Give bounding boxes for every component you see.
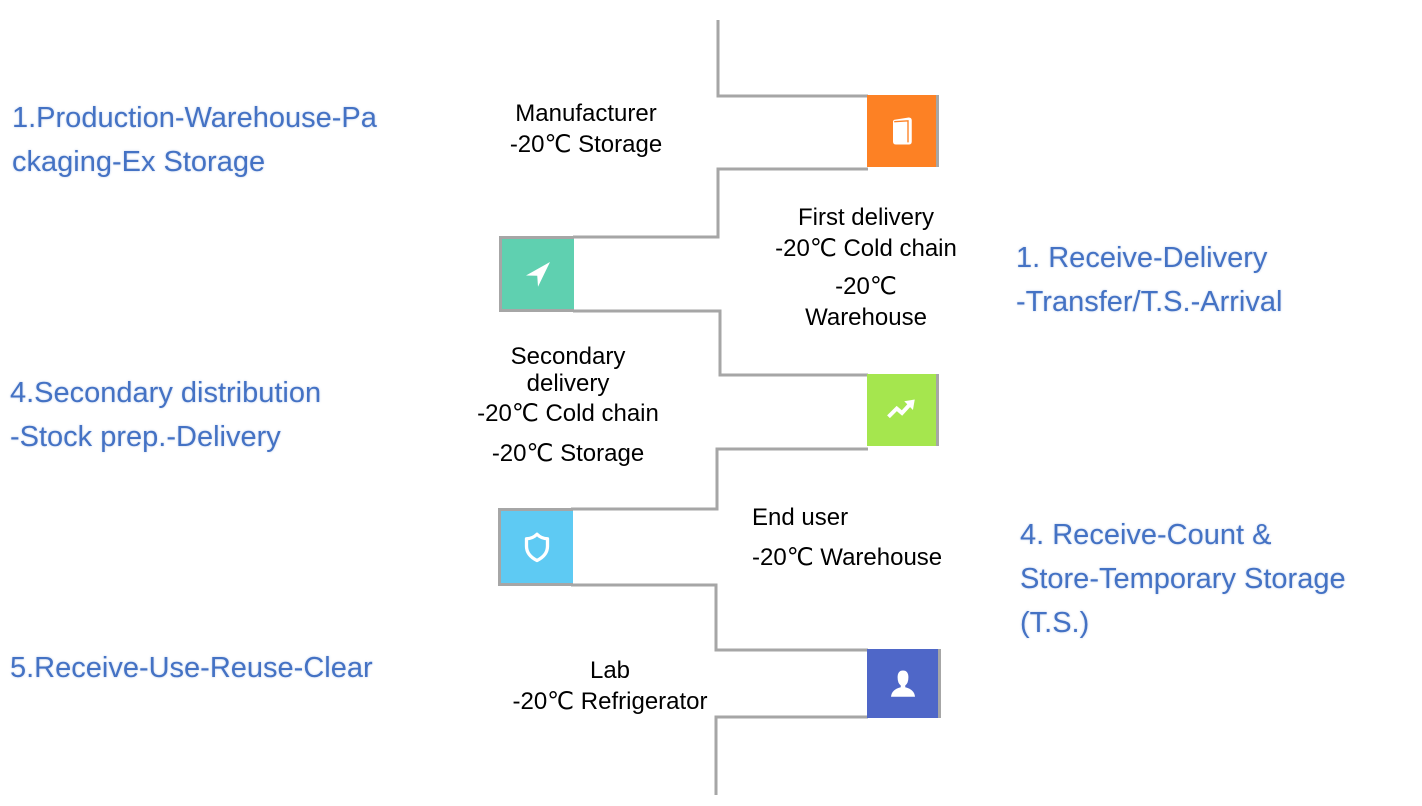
node-label-line: -20℃ Warehouse — [752, 544, 943, 571]
node-label-line: First delivery — [797, 204, 935, 231]
end-user-label: End user -20℃ Warehouse — [752, 498, 942, 578]
node-label-line: Lab — [589, 657, 631, 684]
first-delivery-node — [499, 236, 574, 312]
book-icon — [892, 117, 912, 145]
node-label-line: -20℃ Cold chain — [775, 235, 957, 262]
connector-1-2 — [573, 167, 868, 239]
navigation-arrow-icon — [526, 262, 550, 287]
warehouse-node — [867, 374, 939, 446]
manufacturer-node — [867, 95, 939, 167]
secondary-delivery-node — [498, 508, 573, 586]
node-label-line: -20℃ Cold chain — [477, 400, 659, 427]
stage-text-line: -Stock prep.-Delivery — [10, 421, 281, 453]
node-label-line: Warehouse — [805, 304, 927, 331]
stage-text-line: ckaging-Ex Storage — [12, 146, 266, 178]
stage-receive-delivery: 1. Receive-Delivery -Transfer/T.S.-Arriv… — [1016, 236, 1282, 324]
stage-receive-use: 5.Receive-Use-Reuse-Clear — [10, 646, 373, 690]
stage-text-line: 1. Receive-Delivery — [1016, 242, 1268, 274]
trending-up-icon — [886, 399, 915, 419]
node-label-line: End user — [752, 504, 849, 531]
lab-label: Lab -20℃ Refrigerator — [486, 655, 734, 717]
connector-top — [716, 20, 868, 98]
stage-secondary-distribution: 4.Secondary distribution -Stock prep.-De… — [10, 371, 321, 459]
stage-text-line: 1.Production-Warehouse-Pa — [12, 102, 377, 134]
connector-4-5 — [571, 583, 868, 652]
connector-2-3 — [573, 309, 868, 377]
stage-text-line: 4.Secondary distribution — [10, 377, 322, 409]
lab-node — [867, 649, 941, 718]
user-icon — [890, 670, 915, 697]
manufacturer-label: Manufacturer -20℃ Storage — [486, 98, 686, 160]
connector-3-4 — [571, 447, 868, 511]
node-label-line: delivery — [526, 370, 610, 397]
shield-icon — [524, 532, 550, 563]
first-delivery-label: First delivery -20℃ Cold chain -20℃ Ware… — [746, 202, 986, 333]
stage-production: 1.Production-Warehouse-Pa ckaging-Ex Sto… — [12, 96, 377, 184]
stage-text-line: (T.S.) — [1020, 607, 1090, 639]
node-label-line: -20℃ Storage — [509, 131, 663, 158]
node-label-line: Manufacturer — [515, 100, 657, 127]
stage-text-line: -Transfer/T.S.-Arrival — [1016, 286, 1283, 318]
connector-bottom — [714, 715, 868, 795]
stage-text-line: 4. Receive-Count & — [1020, 519, 1272, 551]
secondary-delivery-label: Secondary delivery -20℃ Cold chain -20℃ … — [446, 343, 690, 467]
stage-text-line: 5.Receive-Use-Reuse-Clear — [10, 652, 373, 684]
node-label-line: -20℃ Refrigerator — [512, 688, 708, 715]
node-label-line: -20℃ Storage — [491, 440, 645, 467]
node-label-line: Secondary — [510, 343, 626, 370]
node-label-line: -20℃ — [835, 273, 897, 300]
stage-text-line: Store-Temporary Storage — [1020, 563, 1346, 595]
stage-receive-count-store: 4. Receive-Count & Store-Temporary Stora… — [1020, 513, 1346, 645]
